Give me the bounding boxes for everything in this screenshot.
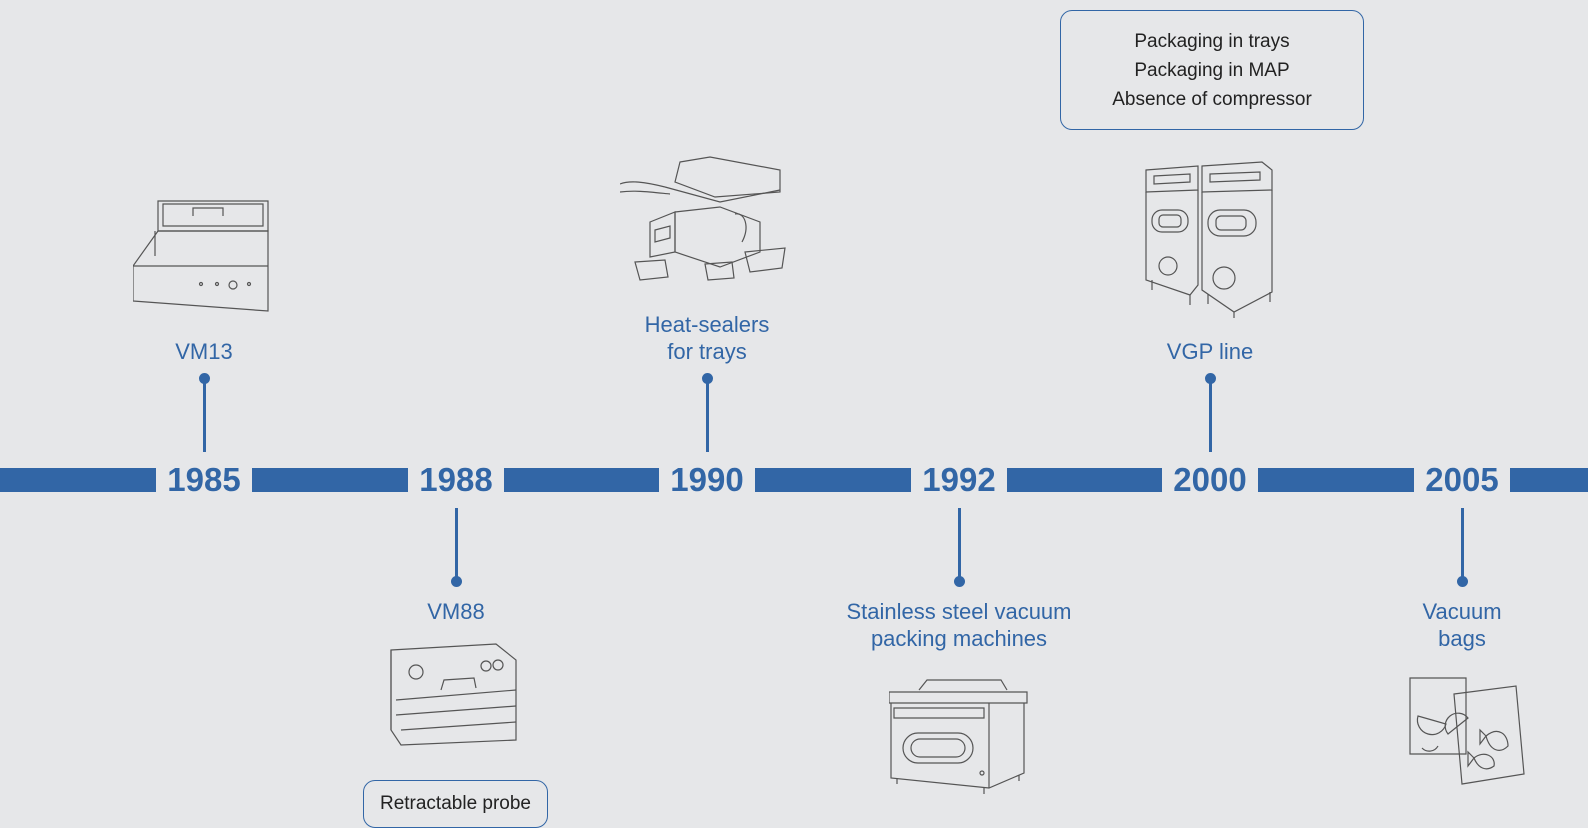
timeline-dot-1988 — [450, 576, 462, 587]
event-label-1988: VM88 — [316, 598, 596, 625]
timeline-dot-1992 — [953, 576, 965, 587]
event-label-line: Heat-sealers — [644, 312, 770, 337]
vacuum-bags-icon — [1408, 676, 1528, 791]
event-label-1985: VM13 — [64, 338, 344, 365]
stainless-vacuum-chamber-icon — [889, 678, 1029, 798]
vacuum-machine-vm13-icon — [133, 196, 273, 316]
event-label-line: VGP line — [1166, 339, 1254, 364]
event-label-2005: Vacuum bags — [1322, 598, 1588, 652]
event-label-1990: Heat-sealers for trays — [567, 311, 847, 365]
event-label-line: VM13 — [175, 339, 233, 364]
vacuum-machine-vm88-icon — [386, 640, 526, 750]
note-line: Retractable probe — [379, 793, 532, 814]
timeline-bar — [0, 468, 1588, 492]
tray-heat-sealer-icon — [620, 152, 795, 287]
note-box-2000: Packaging in trays Packaging in MAP Abse… — [1060, 10, 1364, 130]
event-label-line: for trays — [667, 339, 747, 364]
year-1985: 1985 — [156, 458, 252, 502]
timeline-stem-1985 — [202, 378, 206, 452]
timeline-stem-1990 — [705, 378, 709, 452]
vgp-line-machines-icon — [1142, 160, 1282, 320]
event-label-line: Vacuum — [1422, 599, 1502, 624]
year-1990: 1990 — [659, 458, 755, 502]
note-line: Packaging in MAP — [1134, 60, 1290, 81]
event-label-line: Stainless steel vacuum — [846, 599, 1072, 624]
note-box-1988: Retractable probe — [363, 780, 548, 828]
note-line: Absence of compressor — [1112, 89, 1312, 110]
timeline-stem-2005 — [1460, 508, 1464, 580]
timeline-stem-1988 — [454, 508, 458, 580]
timeline-dot-2005 — [1456, 576, 1468, 587]
event-label-1992: Stainless steel vacuum packing machines — [819, 598, 1099, 652]
event-label-line: packing machines — [870, 626, 1048, 651]
event-label-2000: VGP line — [1070, 338, 1350, 365]
timeline-stem-2000 — [1208, 378, 1212, 452]
year-2000: 2000 — [1162, 458, 1258, 502]
year-2005: 2005 — [1414, 458, 1510, 502]
timeline-stem-1992 — [957, 508, 961, 580]
event-label-line: VM88 — [427, 599, 485, 624]
event-label-line: bags — [1438, 626, 1486, 651]
year-1988: 1988 — [408, 458, 504, 502]
note-line: Packaging in trays — [1134, 31, 1290, 52]
year-1992: 1992 — [911, 458, 1007, 502]
